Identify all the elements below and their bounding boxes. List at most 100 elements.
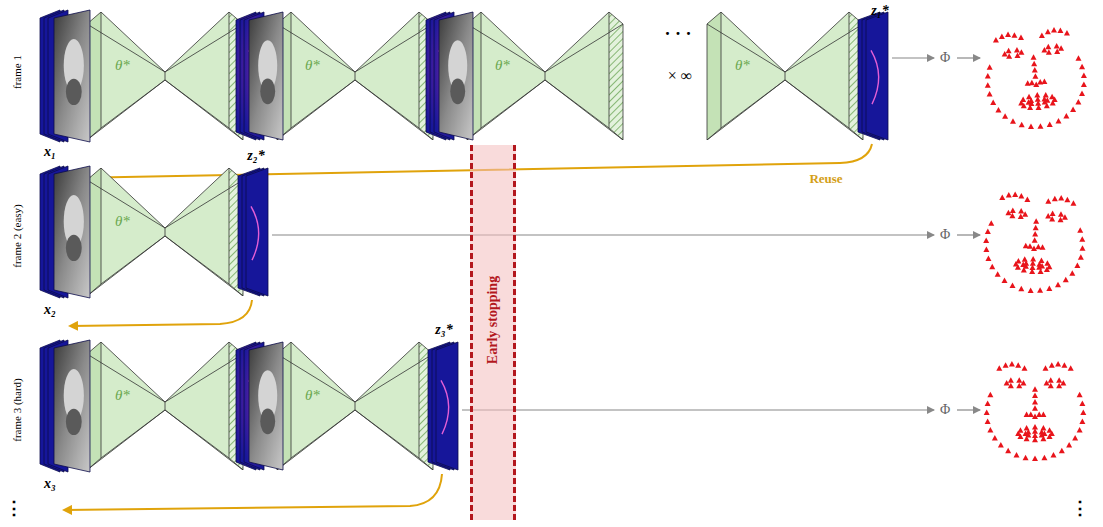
landmark-point	[1070, 200, 1076, 206]
landmark-point	[1024, 197, 1030, 203]
map-label: Φ	[940, 228, 950, 242]
landmark-point	[1059, 448, 1065, 454]
landmark-point	[1011, 32, 1017, 38]
landmark-point	[1033, 218, 1039, 224]
landmark-point	[985, 255, 991, 261]
landmark-point	[1081, 82, 1087, 88]
face-map	[54, 166, 90, 298]
landmark-point	[1025, 429, 1031, 435]
landmark-point	[1009, 282, 1015, 288]
landmark-point	[1041, 96, 1047, 102]
network-edge	[545, 72, 546, 80]
decoder	[165, 12, 243, 140]
network-edge	[87, 410, 165, 470]
parameter-label: θ*	[115, 58, 130, 73]
landmark-point	[995, 271, 1001, 277]
landmark-point	[1005, 448, 1011, 454]
face-map	[54, 10, 90, 142]
landmark-point	[1051, 27, 1057, 33]
network-edge	[355, 80, 433, 140]
landmark-point	[993, 37, 999, 43]
landmark-point	[1041, 455, 1047, 461]
landmark-point	[1041, 79, 1047, 85]
network-edge	[87, 180, 165, 228]
network-edge	[165, 228, 166, 236]
hourglass-network	[275, 342, 435, 470]
landmark-point	[1028, 123, 1034, 129]
landmark-point	[1031, 61, 1037, 67]
landmark-point	[987, 91, 993, 97]
network-edge	[467, 24, 545, 72]
landmark-point	[1032, 456, 1038, 462]
landmark-point	[995, 107, 1001, 113]
network-edge	[355, 354, 433, 402]
network-edge	[467, 80, 545, 140]
landmark-point	[1032, 73, 1038, 79]
face-photo	[66, 235, 82, 261]
variable-label: x₁	[44, 145, 56, 159]
network-edge	[165, 24, 243, 72]
landmark-point	[1072, 435, 1078, 441]
landmark-point	[985, 82, 991, 88]
landmark-point	[1055, 118, 1061, 124]
decoder	[355, 12, 433, 140]
landmark-point	[983, 238, 989, 244]
face-photo	[260, 79, 275, 105]
decoder	[165, 342, 243, 470]
face-map	[54, 340, 90, 472]
network-edge	[277, 24, 355, 72]
network-edge	[291, 12, 355, 72]
ellipsis: · · ·	[664, 25, 691, 43]
landmark-point	[1081, 73, 1087, 79]
landmark-point	[1079, 236, 1085, 242]
network-edge	[355, 410, 433, 470]
landmark-point	[985, 229, 991, 235]
feature-stack	[40, 10, 90, 142]
landmark-point	[1032, 237, 1038, 243]
landmark-point	[1049, 94, 1055, 100]
hourglass-network	[85, 168, 245, 296]
landmark-point	[1046, 285, 1052, 291]
landmark-point	[985, 73, 991, 79]
landmark-point	[1002, 278, 1008, 284]
z-map	[866, 12, 888, 140]
landmark-point	[987, 392, 993, 398]
z-map	[246, 168, 268, 296]
landmark-point	[1015, 52, 1021, 58]
reuse-label: Reuse	[809, 172, 842, 185]
z-map	[436, 342, 458, 470]
landmark-point	[1032, 393, 1038, 399]
parameter-label: θ*	[305, 58, 320, 73]
network-edge	[87, 236, 165, 296]
landmark-point	[1078, 254, 1084, 260]
landmark-point	[1027, 243, 1033, 249]
landmark-point	[1014, 452, 1020, 458]
landmark-point	[1032, 405, 1038, 411]
landmark-point	[1050, 100, 1056, 106]
landmark-point	[1079, 90, 1085, 96]
landmark-point	[1070, 106, 1076, 112]
network-edge	[785, 72, 786, 80]
hourglass-network	[465, 12, 625, 140]
map-label: Φ	[940, 403, 950, 417]
early-stopping-band: Early stopping	[470, 145, 516, 520]
landmark-point	[1018, 35, 1024, 41]
landmark-point	[1016, 377, 1022, 383]
landmark-point	[1058, 195, 1064, 201]
landmark-point	[1039, 429, 1045, 435]
face-map	[249, 342, 283, 470]
network-block: θ*	[275, 12, 435, 140]
landmark-point	[996, 365, 1002, 371]
landmark-point	[1057, 28, 1063, 34]
landmark-point	[1077, 392, 1083, 398]
network-edge	[355, 12, 419, 72]
landmark-point	[1034, 92, 1040, 98]
network-block: θ*	[85, 12, 245, 140]
frame-label: frame 3 (hard)	[12, 378, 23, 442]
encoder	[707, 12, 785, 140]
network-block: θ*	[85, 342, 245, 470]
landmark-point	[1015, 362, 1021, 368]
encoder	[467, 12, 545, 140]
output-arrow	[957, 409, 980, 410]
feature-stack	[238, 168, 268, 296]
